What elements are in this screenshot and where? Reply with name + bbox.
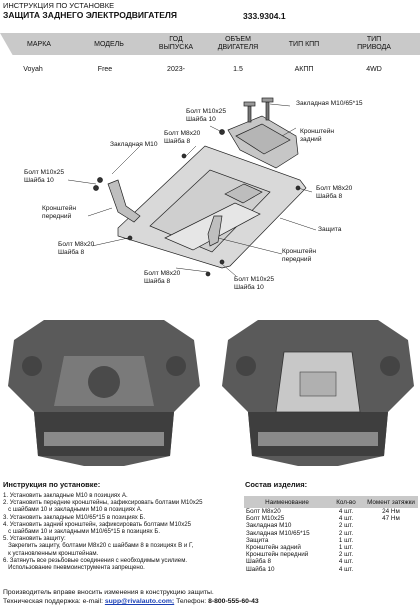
part-name: Шайба 10 xyxy=(246,565,275,573)
part-name: Кронштейн передний xyxy=(246,551,309,559)
table-row: Шайба 10 4 шт. xyxy=(244,566,418,573)
spec-value-engine: 1.5 xyxy=(233,66,243,73)
spec-header-model: МОДЕЛЬ xyxy=(94,41,124,48)
spec-value-gearbox: АКПП xyxy=(294,66,314,73)
spec-header-engine: ОБЪЕМ ДВИГАТЕЛЯ xyxy=(217,36,259,51)
instruction-step: 2. Установить передние кронштейны, зафик… xyxy=(3,499,203,507)
part-qty: 4 шт. xyxy=(338,565,354,573)
assembly-diagram xyxy=(67,97,317,277)
callout-bolt-m8-left: Болт М8х20 Шайба 8 xyxy=(58,241,95,256)
part-qty: 1 шт. xyxy=(338,544,354,552)
parts-header-torque: Момент затяжки xyxy=(367,498,415,506)
callout-bracket-front-left: Кронштейн передний xyxy=(42,205,77,220)
undercarriage-photo-before xyxy=(4,316,204,474)
table-row: Болт М8х20 4 шт. 24 Нм xyxy=(244,508,418,515)
instruction-step: с шайбами 10 и закладными М10 в позициях… xyxy=(3,506,143,514)
part-qty: 2 шт. xyxy=(338,529,354,537)
part-name: Кронштейн задний xyxy=(246,544,301,552)
part-name: Шайба 8 xyxy=(246,558,272,566)
product-code: 333.9304.1 xyxy=(243,11,286,21)
instruction-step: Использование пневмоинструмента запрещен… xyxy=(3,564,145,572)
instruction-step: 4. Установить задний кронштейн, зафиксир… xyxy=(3,520,192,528)
parts-header-row: Наименование Кол-во Момент затяжки xyxy=(244,496,418,508)
instruction-step: Закрепить защиту, болтами М8х20 с шайбам… xyxy=(3,542,194,550)
part-torque: 24 Нм xyxy=(382,508,400,516)
callout-bracket-rear: Кронштейн задний xyxy=(300,128,335,143)
footer-support: Техническая поддержка: e-mail: supp@riva… xyxy=(3,597,417,606)
part-name: Болт М10х25 xyxy=(246,515,285,523)
part-qty: 1 шт. xyxy=(338,536,354,544)
table-row: Шайба 8 4 шт. xyxy=(244,558,418,565)
callout-bolt-m10-bottom: Болт М10х25 Шайба 10 xyxy=(234,276,275,291)
instructions-title: Инструкция по установке: xyxy=(3,480,101,489)
spec-header-make: МАРКА xyxy=(27,41,51,48)
document-header: ИНСТРУКЦИЯ ПО УСТАНОВКЕ ЗАЩИТА ЗАДНЕГО Э… xyxy=(3,1,417,27)
vehicle-spec-table: МАРКА МОДЕЛЬ ГОД ВЫПУСКА ОБЪЕМ ДВИГАТЕЛЯ… xyxy=(0,33,420,81)
instruction-step: с шайбами 10 и закладными М10/65*15 в по… xyxy=(3,528,161,536)
part-name: Защита xyxy=(246,536,269,544)
instruction-step: 3. Установить закладные М10/65*15 в пози… xyxy=(3,513,146,521)
phone-label: Телефон: xyxy=(174,598,209,605)
spec-value-model: Free xyxy=(97,66,113,73)
parts-table: Наименование Кол-во Момент затяжки Болт … xyxy=(244,496,418,573)
callout-bracket-front-right: Кронштейн передний xyxy=(282,248,317,263)
table-row: Кронштейн передний 2 шт. xyxy=(244,551,418,558)
parts-header-name: Наименование xyxy=(265,498,309,506)
callout-bolt-left: Болт М10х25 Шайба 10 xyxy=(24,169,65,184)
support-phone: 8-800-555-60-43 xyxy=(208,598,259,605)
spec-value-drive: 4WD xyxy=(366,66,382,73)
instruction-step: 6. Затянуть все резьбовые соединения с н… xyxy=(3,556,188,564)
table-row: Кронштейн задний 1 шт. xyxy=(244,544,418,551)
part-qty: 2 шт. xyxy=(338,551,354,559)
instruction-step: к установленным кронштейнам. xyxy=(3,549,99,557)
part-qty: 4 шт. xyxy=(338,508,354,516)
callout-bolt-top: Болт М10х25 Шайба 10 xyxy=(186,108,227,123)
part-qty: 4 шт. xyxy=(338,515,354,523)
instruction-step: 1. Установить закладные М10 в позициях А… xyxy=(3,492,128,499)
parts-title: Состав изделия: xyxy=(245,480,308,489)
part-torque: 47 Нм xyxy=(382,515,400,523)
support-label: Техническая поддержка: e-mail: xyxy=(3,598,105,605)
spec-header-year: ГОД ВЫПУСКА xyxy=(158,36,194,51)
part-name: Закладная М10 xyxy=(246,522,292,530)
callout-bolt-m8-right: Болт М8х20 Шайба 8 xyxy=(316,185,353,200)
table-row: Закладная М10/65*15 2 шт. xyxy=(244,530,418,537)
callout-guard: Защита xyxy=(318,226,342,233)
spec-header-gearbox: ТИП КПП xyxy=(288,41,320,48)
spec-header-drive: ТИП ПРИВОДА xyxy=(357,36,391,51)
support-email-link[interactable]: supp@rivalauto.com; xyxy=(104,598,175,605)
instructions-list: 1. Установить закладные М10 в позициях А… xyxy=(3,492,231,571)
callout-embedded-m10-15: Закладная М10/65*15 xyxy=(296,100,363,107)
table-row: Закладная М10 2 шт. xyxy=(244,522,418,529)
front-bracket-right xyxy=(207,215,223,247)
table-row: Болт М10х25 4 шт. 47 Нм xyxy=(244,515,418,522)
front-bracket-left xyxy=(107,179,141,223)
part-name: Болт М8х20 xyxy=(246,508,281,516)
callout-bolt-m8-top: Болт М8х20 Шайба 8 xyxy=(164,130,201,145)
spec-header-band xyxy=(0,33,420,55)
part-qty: 2 шт. xyxy=(338,522,354,530)
part-qty: 4 шт. xyxy=(338,558,354,566)
spec-value-year: 2023- xyxy=(167,66,185,73)
header-line1: ИНСТРУКЦИЯ ПО УСТАНОВКЕ xyxy=(3,1,115,10)
callout-bolt-m8-bottom: Болт М8х20 Шайба 8 xyxy=(144,270,181,285)
undercarriage-photo-after xyxy=(218,316,418,474)
header-title: ЗАЩИТА ЗАДНЕГО ЭЛЕКТРОДВИГАТЕЛЯ xyxy=(3,10,177,20)
part-name: Закладная М10/65*15 xyxy=(246,529,310,537)
instruction-step: 5. Установить защиту: xyxy=(3,535,66,543)
table-row: Защита 1 шт. xyxy=(244,537,418,544)
document-footer: Производитель вправе вносить изменения в… xyxy=(3,588,417,606)
parts-header-qty: Кол-во xyxy=(336,498,356,506)
callout-embedded-m10: Закладная М10 xyxy=(110,141,158,148)
footer-disclaimer: Производитель вправе вносить изменения в… xyxy=(3,589,214,596)
spec-value-make: Voyah xyxy=(23,66,43,73)
